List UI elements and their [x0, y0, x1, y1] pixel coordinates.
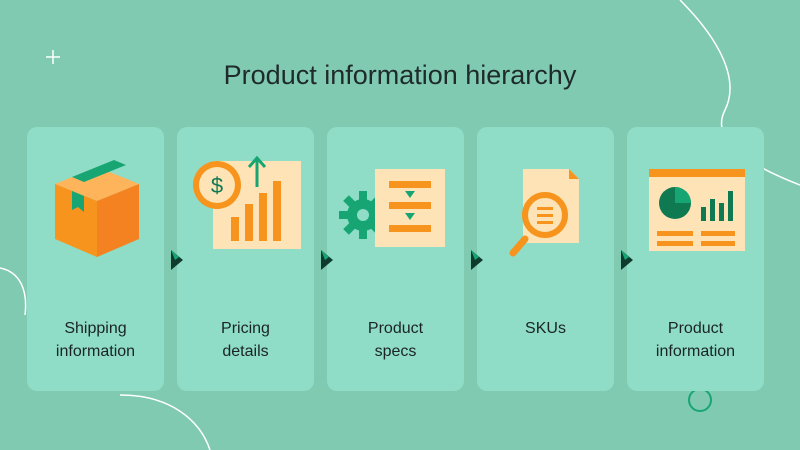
chevron-right-icon	[171, 250, 183, 270]
chevron-right-icon	[321, 250, 333, 270]
step-label-line: information	[55, 343, 136, 360]
ring-decoration	[688, 388, 712, 412]
step-label-line: information	[655, 343, 736, 360]
step-label-line: Product	[667, 320, 724, 337]
svg-text:$: $	[211, 173, 223, 198]
step-label-line: Product	[367, 320, 424, 337]
step-label-line: SKUs	[525, 320, 566, 337]
chevron-right-icon	[471, 250, 483, 270]
plus-icon	[46, 50, 60, 64]
step-card-skus: SKUs	[477, 127, 614, 391]
pricing-chart-icon: $	[193, 155, 301, 249]
step-card-shipping: Shipping information	[27, 127, 164, 391]
step-card-pricing: $ Pricing details	[177, 127, 314, 391]
page-title: Product information hierarchy	[223, 60, 577, 90]
chevron-right-icon	[621, 250, 633, 270]
step-label-line: specs	[374, 343, 417, 360]
dashboard-icon	[649, 169, 745, 251]
step-label-line: Pricing	[221, 320, 270, 337]
document-search-icon	[509, 169, 579, 257]
step-label-line: details	[222, 343, 269, 360]
step-label-line: Shipping	[64, 320, 127, 337]
specs-gear-icon	[339, 169, 445, 247]
box-icon	[55, 160, 139, 257]
step-card-product-information: Product information	[627, 127, 764, 391]
step-card-specs: Product specs	[327, 127, 464, 391]
